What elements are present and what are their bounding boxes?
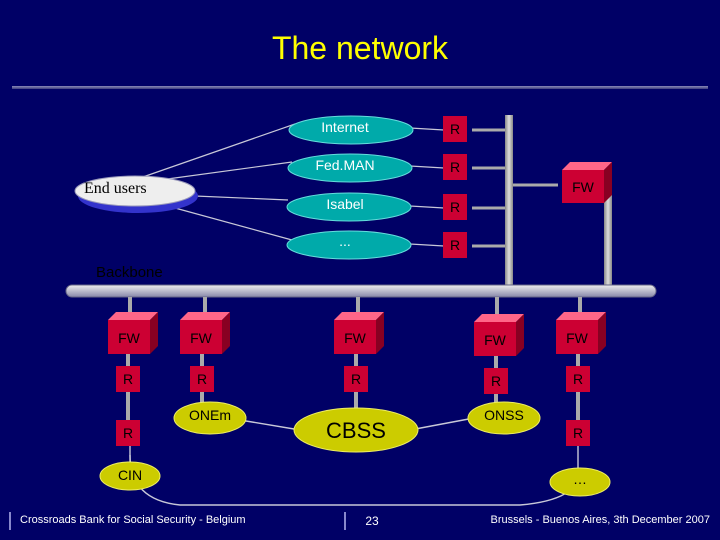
router-box	[344, 366, 368, 392]
end-users-label: End users	[84, 180, 147, 197]
network-label-fedman: Fed.MAN	[315, 157, 375, 173]
router-box	[484, 368, 508, 394]
fw-box-other	[556, 320, 598, 354]
router-label: R	[449, 159, 461, 175]
end-users-oval	[74, 175, 196, 207]
title-divider	[12, 86, 708, 89]
oval-other	[286, 230, 412, 260]
lower-firewalls	[108, 312, 606, 356]
link-internet	[139, 123, 296, 179]
network-label-isabel: Isabel	[326, 196, 364, 212]
router-label: R	[449, 199, 461, 215]
router-label-cin-2: R	[122, 425, 134, 441]
router-label-other-2: R	[572, 425, 584, 441]
slide-title: The network	[271, 30, 449, 66]
router-box	[566, 366, 590, 392]
oval-other-institutions	[549, 467, 611, 497]
backbone-label: Backbone	[96, 264, 163, 281]
network-label-other: ...	[339, 233, 351, 249]
footer-event: Brussels - Buenos Aires, 3th December 20…	[490, 514, 710, 526]
router-label: R	[449, 121, 461, 137]
cbss-label: CBSS	[326, 418, 386, 443]
network-ovals	[286, 115, 414, 260]
top-firewall-label: FW	[572, 179, 594, 195]
other-institutions-label: …	[573, 471, 587, 487]
router-label-cbss: R	[350, 371, 362, 387]
oval-cbss	[293, 407, 419, 453]
top-routers	[443, 116, 467, 258]
router-label-onem: R	[196, 371, 208, 387]
router-box	[443, 154, 467, 180]
fw-pipe	[604, 170, 612, 286]
router-label: R	[449, 237, 461, 253]
fw-box-onem	[180, 320, 222, 354]
network-router-links	[409, 127, 445, 247]
fw-box-top	[562, 162, 612, 170]
oval-internet	[288, 115, 414, 145]
router-box	[443, 232, 467, 258]
oval-fedman	[287, 153, 413, 183]
fw-label-onem: FW	[190, 330, 212, 346]
fw-label-onss: FW	[484, 332, 506, 348]
fw-box-cbss	[334, 320, 376, 354]
fw-box-top-firewall	[562, 170, 604, 203]
link-isabel	[194, 195, 289, 201]
fw-label-cbss: FW	[344, 330, 366, 346]
link-fedman	[159, 161, 293, 181]
router-label-onss: R	[490, 373, 502, 389]
oval-onss	[467, 401, 541, 435]
fw-box-side	[604, 162, 612, 203]
oval-isabel	[286, 192, 412, 222]
fw-box-onss	[474, 322, 516, 356]
fw-label-other: FW	[566, 330, 588, 346]
footer-page-number: 23	[365, 514, 379, 528]
network-label-internet: Internet	[321, 119, 369, 135]
top-pipe	[505, 115, 513, 285]
lower-routers	[116, 366, 590, 446]
onem-label: ONEm	[189, 407, 231, 423]
oval-onem	[173, 401, 247, 435]
router-label-cin-1: R	[122, 371, 134, 387]
router-box	[443, 116, 467, 142]
router-label-other-1: R	[572, 371, 584, 387]
fw-box-cin	[108, 320, 150, 354]
onss-label: ONSS	[484, 407, 524, 423]
cin-link-curve	[129, 454, 581, 506]
router-box	[190, 366, 214, 392]
oval-cin	[99, 461, 161, 491]
backbone-bar	[65, 284, 657, 298]
router-pipe-links	[472, 128, 558, 248]
user-links	[139, 123, 296, 241]
router-box	[443, 194, 467, 220]
link-other	[174, 207, 293, 241]
cin-label: CIN	[117, 467, 143, 483]
footer-organization: Crossroads Bank for Social Security - Be…	[20, 514, 246, 526]
fw-label-cin: FW	[118, 330, 140, 346]
router-box	[116, 366, 140, 392]
router-box	[566, 420, 590, 446]
router-box	[116, 420, 140, 446]
